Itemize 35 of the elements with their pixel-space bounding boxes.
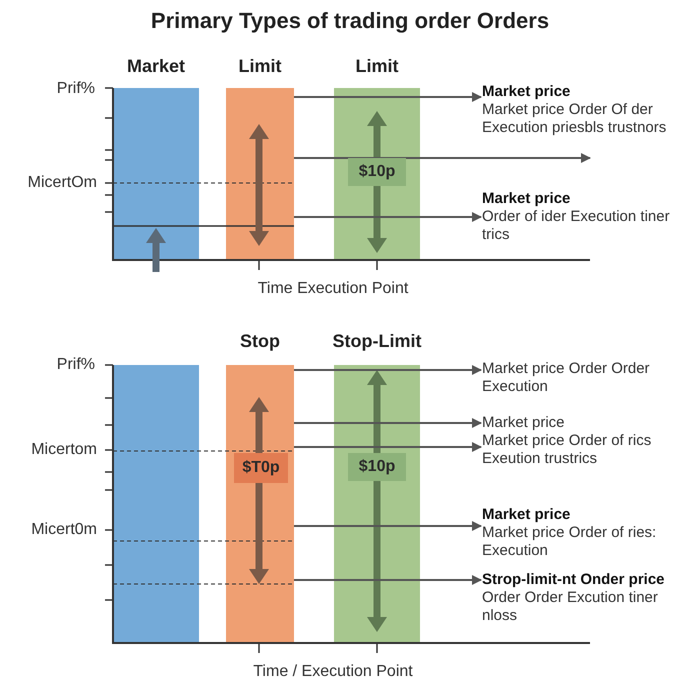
column-heading: Stop: [239, 331, 281, 352]
arrow: [294, 575, 482, 585]
callout-heading: Market price: [482, 506, 572, 524]
axis-label: Micertom: [31, 441, 97, 459]
arrow: [294, 442, 482, 452]
arrow: [294, 365, 482, 375]
callout-text: Market price Order Order Execution: [482, 360, 697, 396]
column-heading: Limit: [238, 56, 282, 77]
arrow: [294, 212, 482, 222]
axis-label: Prif%: [56, 356, 95, 374]
axis-label: Micert0m: [31, 521, 97, 539]
column-heading: Market: [126, 56, 186, 77]
price-tag: $T0p: [234, 453, 288, 483]
callout-heading: Market price: [482, 83, 572, 101]
axis-label: Time Execution Point: [256, 280, 410, 298]
callout-text: Market price: [482, 414, 697, 432]
column-heading: Stop-Limit: [332, 331, 422, 352]
chart-title: Primary Types of trading order Orders: [150, 8, 550, 34]
callout-heading: Market price: [482, 190, 572, 208]
axis-label: MicertOm: [28, 174, 97, 192]
callout-text: Market price Order Of der Execution priesbls trustnors: [482, 101, 668, 137]
price-tag: $10p: [348, 158, 406, 186]
arrow: [294, 418, 482, 428]
price-tag: $10p: [348, 453, 406, 481]
axis-label: Prif%: [56, 80, 95, 98]
callout-text: Order Order Excution tiner nloss: [482, 589, 659, 625]
arrow: [294, 153, 591, 163]
arrow: [294, 521, 482, 531]
axis-label: Time / Execution Point: [252, 663, 414, 681]
arrow: [294, 92, 482, 102]
callout-heading: Strop-limit-nt Onder price: [482, 571, 666, 589]
callout-text: Market price Order of ries: Execution: [482, 524, 658, 560]
column-heading: Limit: [354, 56, 400, 77]
callout-text: Market price Order of rics Exeution trustrics: [482, 432, 697, 468]
callout-text: Order of ider Execution tiner trics: [482, 208, 671, 244]
